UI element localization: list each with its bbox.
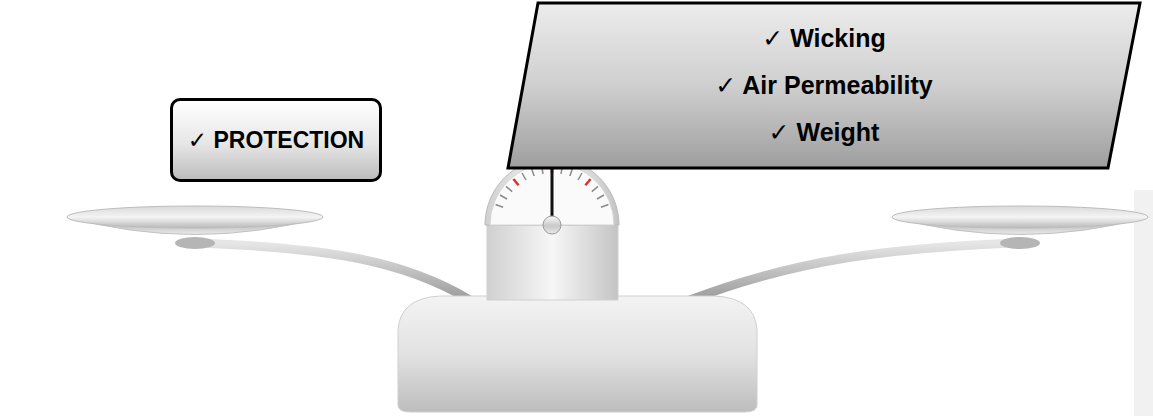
dial-tick <box>578 173 582 180</box>
dial-tick <box>601 205 609 208</box>
panel-outline <box>508 3 1140 168</box>
dial-tick <box>513 179 518 185</box>
dial-tick <box>506 186 512 191</box>
dial-tick <box>496 205 504 208</box>
dial-tick <box>597 195 604 199</box>
criterion-text: ✓ Weight <box>769 109 880 156</box>
scale-pan <box>67 206 323 228</box>
scale-arm <box>690 243 1015 300</box>
criteria-panel: ✓ Wicking✓ Air Permeability✓ Weight <box>506 1 1142 170</box>
pan-stem <box>1000 237 1040 249</box>
scale-base <box>398 296 757 412</box>
dial-tick <box>500 195 507 199</box>
scale-pan <box>892 206 1148 228</box>
criterion-text: ✓ PROTECTION <box>188 125 364 155</box>
text-stack: ✓ PROTECTION <box>173 101 379 179</box>
criterion-text: ✓ Wicking <box>762 15 886 62</box>
scale-column <box>487 225 618 300</box>
dial-hub <box>543 216 561 234</box>
scale-arm <box>200 243 470 300</box>
criterion-text: ✓ Air Permeability <box>715 62 932 109</box>
pan-stem <box>175 237 215 249</box>
dial-tick <box>585 179 590 185</box>
criteria-box: ✓ PROTECTION <box>170 98 382 182</box>
dial-tick <box>570 169 573 177</box>
dial-tick <box>532 169 535 177</box>
dial-tick <box>592 186 598 191</box>
text-stack: ✓ Wicking✓ Air Permeability✓ Weight <box>506 1 1142 170</box>
dial-tick <box>522 173 526 180</box>
edge-strip <box>1134 190 1153 416</box>
